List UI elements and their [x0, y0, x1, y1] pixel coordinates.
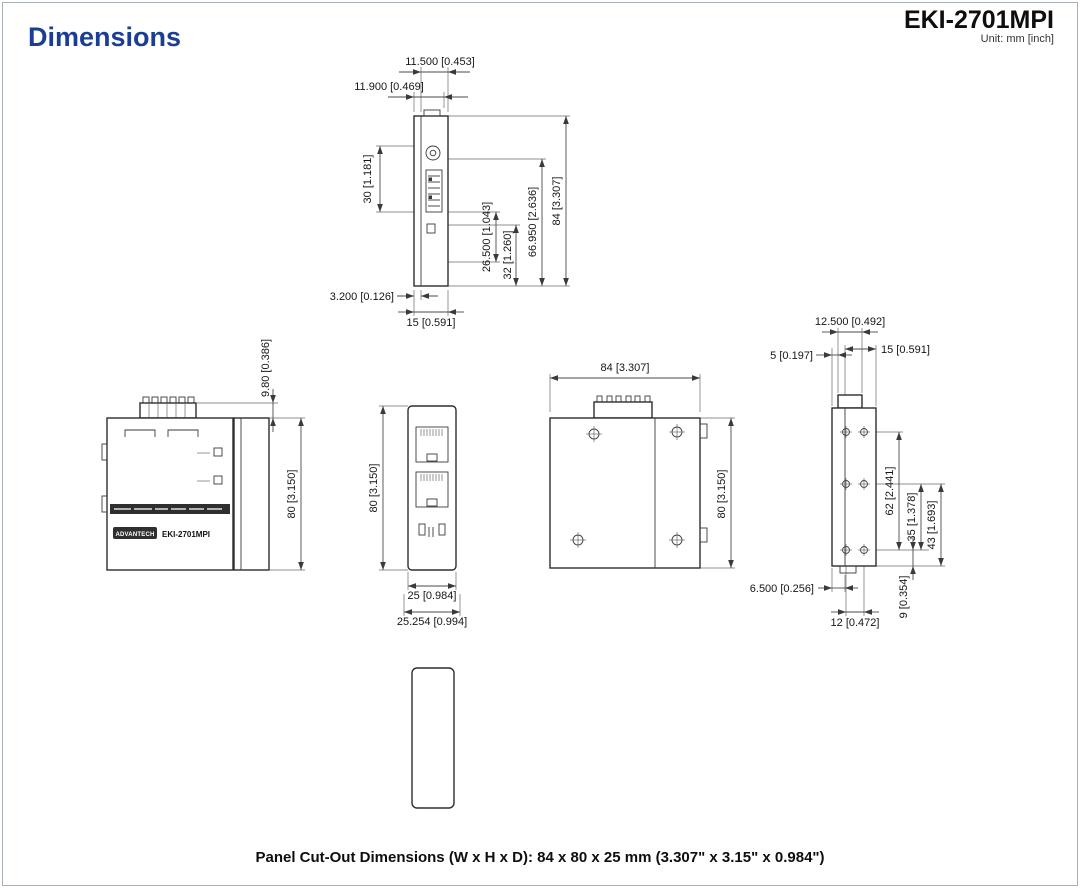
dim-hole-offset-9: 9 [0.354] — [898, 576, 910, 619]
device-portface-outline — [407, 405, 457, 571]
dim-hole-span-43: 43 [1.693] — [926, 501, 938, 550]
dim-h-84: 84 [3.307] — [551, 177, 563, 226]
mount-hole — [840, 478, 852, 490]
brand-text: ADVANTECH — [115, 532, 154, 538]
dim-top-width: 12.500 [0.492] — [815, 316, 885, 328]
screw-hole — [669, 424, 685, 440]
dim-terminal-height: 9.80 [0.386] — [260, 339, 272, 397]
din-foot — [839, 565, 857, 574]
led-indicator — [213, 447, 223, 457]
screw-head — [425, 145, 441, 161]
dim-h-26-5: 26.500 [1.043] — [481, 202, 493, 272]
dim-hole-pitch: 12 [0.472] — [831, 617, 880, 629]
view-front: ADVANTECH EKI-2701MPI 9.80 [0.386] 80 [3… — [101, 339, 305, 571]
screw-hole — [586, 426, 602, 442]
dim-hole-span-62: 62 [2.441] — [884, 467, 896, 516]
dim-plate-thickness: 3.200 [0.126] — [330, 291, 394, 303]
dim-portface-height: 80 [3.150] — [368, 464, 380, 513]
header-right: EKI-2701MPI Unit: mm [inch] — [903, 6, 1054, 46]
device-model-text: EKI-2701MPI — [162, 530, 210, 539]
dim-width-outer: 11.900 [0.469] — [354, 81, 424, 93]
dim-dip-span: 30 [1.181] — [362, 155, 374, 204]
din-rail-tab — [699, 527, 708, 543]
device-back-outline — [549, 417, 701, 569]
dim-portface-width: 25 [0.984] — [408, 590, 457, 602]
reset-button — [426, 223, 436, 234]
dim-h-66-95: 66.950 [2.636] — [527, 187, 539, 257]
dim-offset-left: 5 [0.197] — [770, 350, 813, 362]
view-top-profile: 11.500 [0.453] 11.900 [0.469] 30 [1.181]… — [330, 56, 570, 329]
device-profile-outline — [413, 115, 449, 287]
device-front-outline — [106, 417, 234, 571]
dim-hole-span-35: 35 [1.378] — [906, 493, 918, 542]
view-back: 84 [3.307] — [549, 362, 735, 569]
mount-hole — [840, 544, 852, 556]
device-bottom-outline — [411, 667, 455, 809]
view-port-face: 80 [3.150] — [368, 405, 467, 628]
din-clip — [101, 495, 108, 513]
vent-slot — [167, 429, 199, 437]
view-bottom — [411, 667, 455, 809]
vent-slot — [124, 429, 156, 437]
dim-width-inner: 11.500 [0.453] — [405, 56, 475, 68]
dim-bottom-offset: 6.500 [0.256] — [750, 583, 814, 595]
dim-back-height: 80 [3.150] — [716, 470, 728, 519]
bottom-vents — [418, 523, 446, 537]
device-sidemount-outline — [831, 407, 877, 567]
din-clip — [101, 443, 108, 461]
terminal-block — [139, 396, 197, 419]
cutout-note: Panel Cut-Out Dimensions (W x H x D): 84… — [255, 849, 825, 866]
device-side-slice — [233, 417, 270, 571]
dim-front-height: 80 [3.150] — [286, 470, 298, 519]
screw-hole — [570, 532, 586, 548]
terminal-block-back — [593, 395, 653, 419]
terminal-side — [837, 394, 863, 409]
dim-portface-width-outer: 25.254 [0.994] — [397, 616, 467, 628]
mount-hole — [858, 544, 870, 556]
dim-offset-right: 15 [0.591] — [881, 344, 930, 356]
advantech-logo — [113, 527, 157, 539]
dim-back-width: 84 [3.307] — [601, 362, 650, 374]
description-bar — [110, 504, 230, 514]
din-rail-tab — [699, 423, 708, 439]
mount-hole — [858, 478, 870, 490]
dip-switch — [425, 169, 443, 213]
page-title: Dimensions — [28, 22, 182, 52]
mount-hole — [840, 426, 852, 438]
product-model: EKI-2701MPI — [903, 6, 1054, 34]
rj45-port-2 — [415, 471, 449, 508]
view-side-mount: 12.500 [0.492] 5 [0.197] 15 [0.591] 62 [… — [750, 316, 945, 629]
dim-width-total: 15 [0.591] — [407, 317, 456, 329]
led-indicator — [213, 475, 223, 485]
dim-h-32: 32 [1.260] — [502, 231, 514, 280]
screw-hole — [669, 532, 685, 548]
rj45-port-1 — [415, 426, 449, 463]
unit-label: Unit: mm [inch] — [980, 33, 1054, 46]
mount-hole — [858, 426, 870, 438]
